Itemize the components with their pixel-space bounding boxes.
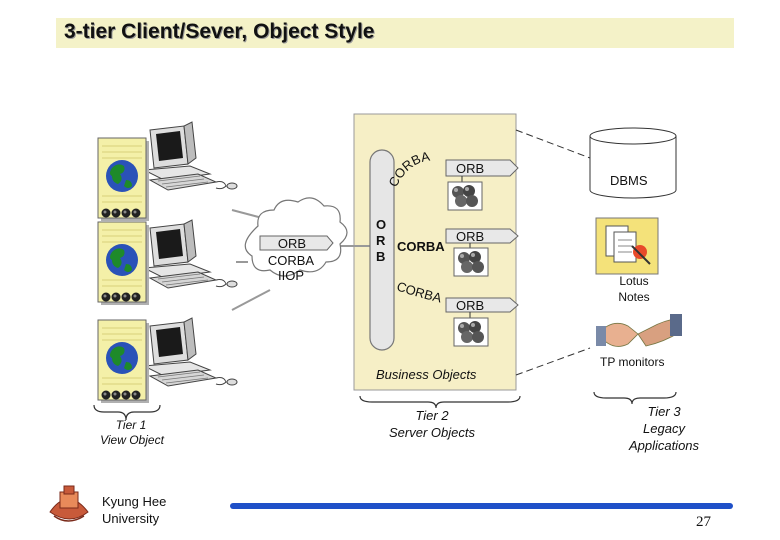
cloud-iiop-label: IIOP [277,268,304,283]
orb-tag-2-label: ORB [456,229,485,244]
tier1-label: Tier 1 [115,418,147,432]
orb-tag-2 [445,228,519,244]
tier1-sublabel: View Object [100,433,164,447]
tier3-sublabel-legacy: Legacy [643,421,685,436]
university-name-line1: Kyung Hee [102,494,167,509]
tier2-sublabel: Server Objects [389,425,475,440]
tp-monitors-handshake-icon [596,314,682,347]
cloud-corba-label: CORBA [267,253,315,268]
page-number: 27 [696,514,711,530]
orb-tag-1 [445,159,519,177]
tier2-brace [359,395,521,409]
middle-corba-label: CORBA [397,239,445,254]
tp-monitors-label: TP monitors [600,355,665,369]
university-name-line2: University [102,511,160,526]
title-bar [56,18,734,48]
slide-title: 3-tier Client/Sever, Object Style [64,20,375,43]
orb-letter-r: R [376,233,386,248]
orb-vertical-bus [369,149,395,351]
tier3-sublabel-applications: Applications [628,438,700,453]
client-1 [97,121,238,222]
orb-letter-b: B [376,249,386,264]
client-3 [97,317,238,404]
dashed-links [515,129,591,376]
cloud-orb-tag [259,235,334,251]
dbms-cylinder [589,127,677,199]
client-2 [97,219,238,306]
lotus-label: Lotus [619,274,649,288]
business-objects-label: Business Objects [376,367,477,382]
tier3-brace [593,391,677,405]
orb-letter-o: O [376,217,387,232]
orb-tag-3-label: ORB [456,298,485,313]
orb-tag-3 [445,297,519,313]
cloud-orb-label: ORB [277,236,307,251]
dbms-label: DBMS [610,173,648,188]
notes-label: Notes [618,290,650,304]
lotus-notes-icon [595,217,659,275]
tier3-label: Tier 3 [647,404,681,419]
university-logo [49,485,89,522]
tier2-label: Tier 2 [415,408,449,423]
tier1-brace [93,404,161,421]
footer-bar [230,503,733,509]
orb-tag-1-label: ORB [456,161,485,176]
